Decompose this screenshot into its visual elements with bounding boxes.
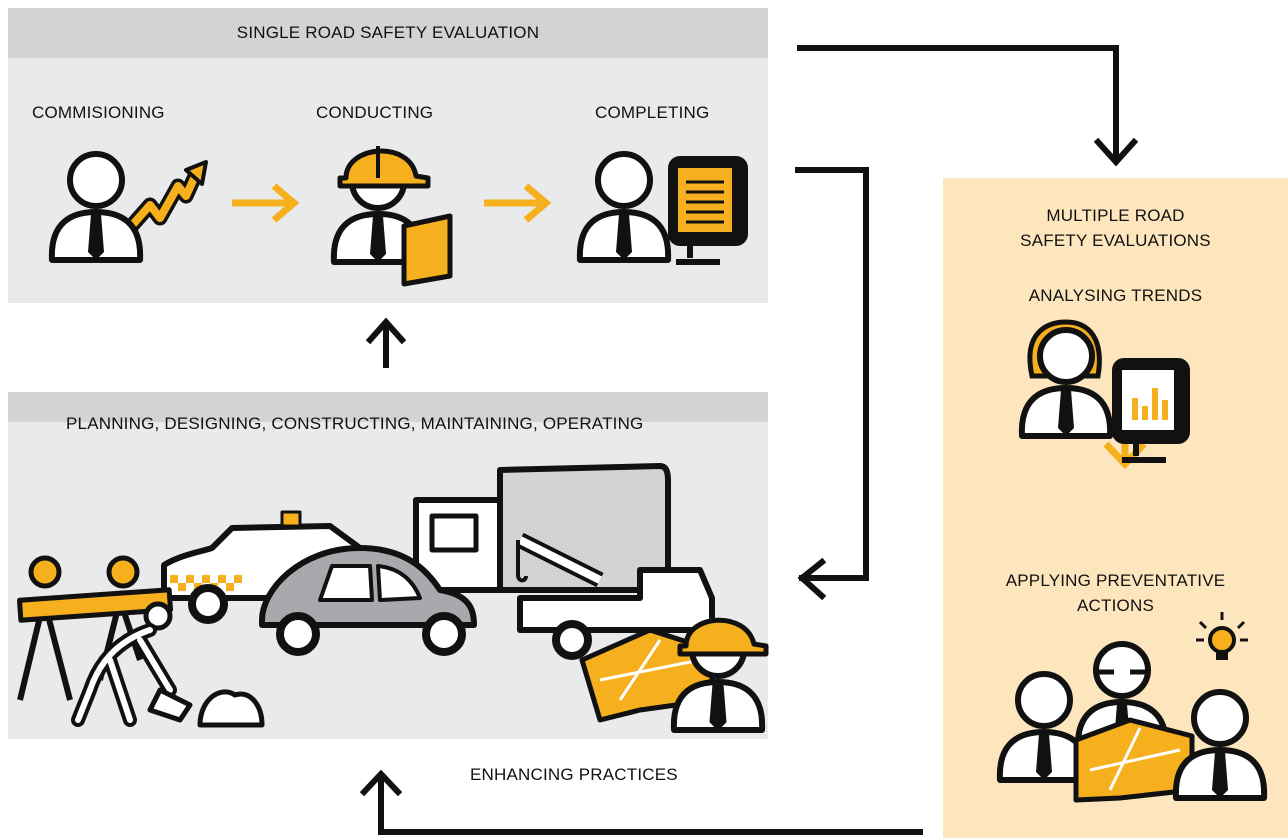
connector-enhancing bbox=[378, 777, 923, 835]
arrow-up-planning-icon bbox=[359, 769, 403, 797]
applying-line-2: ACTIONS bbox=[1077, 596, 1154, 615]
applying-line-1: APPLYING PREVENTATIVE bbox=[1005, 571, 1226, 590]
analysing-trends-label: ANALYSING TRENDS bbox=[1028, 286, 1203, 305]
arrow-left-planning-icon bbox=[797, 557, 827, 601]
multiple-title-line-1: MULTIPLE ROAD bbox=[1046, 206, 1185, 225]
enhancing-practices-label: ENHANCING PRACTICES bbox=[470, 765, 678, 784]
conducting-person-icon bbox=[334, 146, 453, 287]
planning-header: PLANNING, DESIGNING, CONSTRUCTING, MAINT… bbox=[8, 392, 768, 433]
step-arrow-1-icon bbox=[232, 183, 300, 223]
step-arrows bbox=[232, 183, 552, 223]
preventative-team-icon bbox=[1000, 612, 1264, 803]
step-completing-label: COMPLETING bbox=[595, 103, 710, 122]
multiple-evaluations-title: MULTIPLE ROAD SAFETY EVALUATIONS bbox=[943, 203, 1288, 253]
applying-actions-label: APPLYING PREVENTATIVE ACTIONS bbox=[943, 568, 1288, 618]
connector-to-multiple bbox=[797, 45, 1119, 161]
analysing-person-icon bbox=[1022, 319, 1190, 463]
single-evaluation-header: SINGLE ROAD SAFETY EVALUATION bbox=[8, 8, 768, 58]
planning-title: PLANNING, DESIGNING, CONSTRUCTING, MAINT… bbox=[66, 414, 644, 433]
step-arrow-2-icon bbox=[484, 183, 552, 223]
arrow-up-single-icon bbox=[365, 317, 407, 345]
multiple-title-line-2: SAFETY EVALUATIONS bbox=[1020, 231, 1211, 250]
connector-to-planning bbox=[795, 167, 869, 581]
completing-person-icon bbox=[580, 154, 748, 265]
arrow-down-multiple-icon bbox=[1093, 137, 1139, 167]
step-commisioning-label: COMMISIONING bbox=[32, 103, 165, 122]
step-conducting-label: CONDUCTING bbox=[316, 103, 434, 122]
flow-connectors bbox=[359, 45, 1139, 835]
commissioning-person-icon bbox=[52, 154, 208, 260]
single-evaluation-title: SINGLE ROAD SAFETY EVALUATION bbox=[236, 23, 540, 42]
road-scene-icon bbox=[16, 463, 769, 730]
